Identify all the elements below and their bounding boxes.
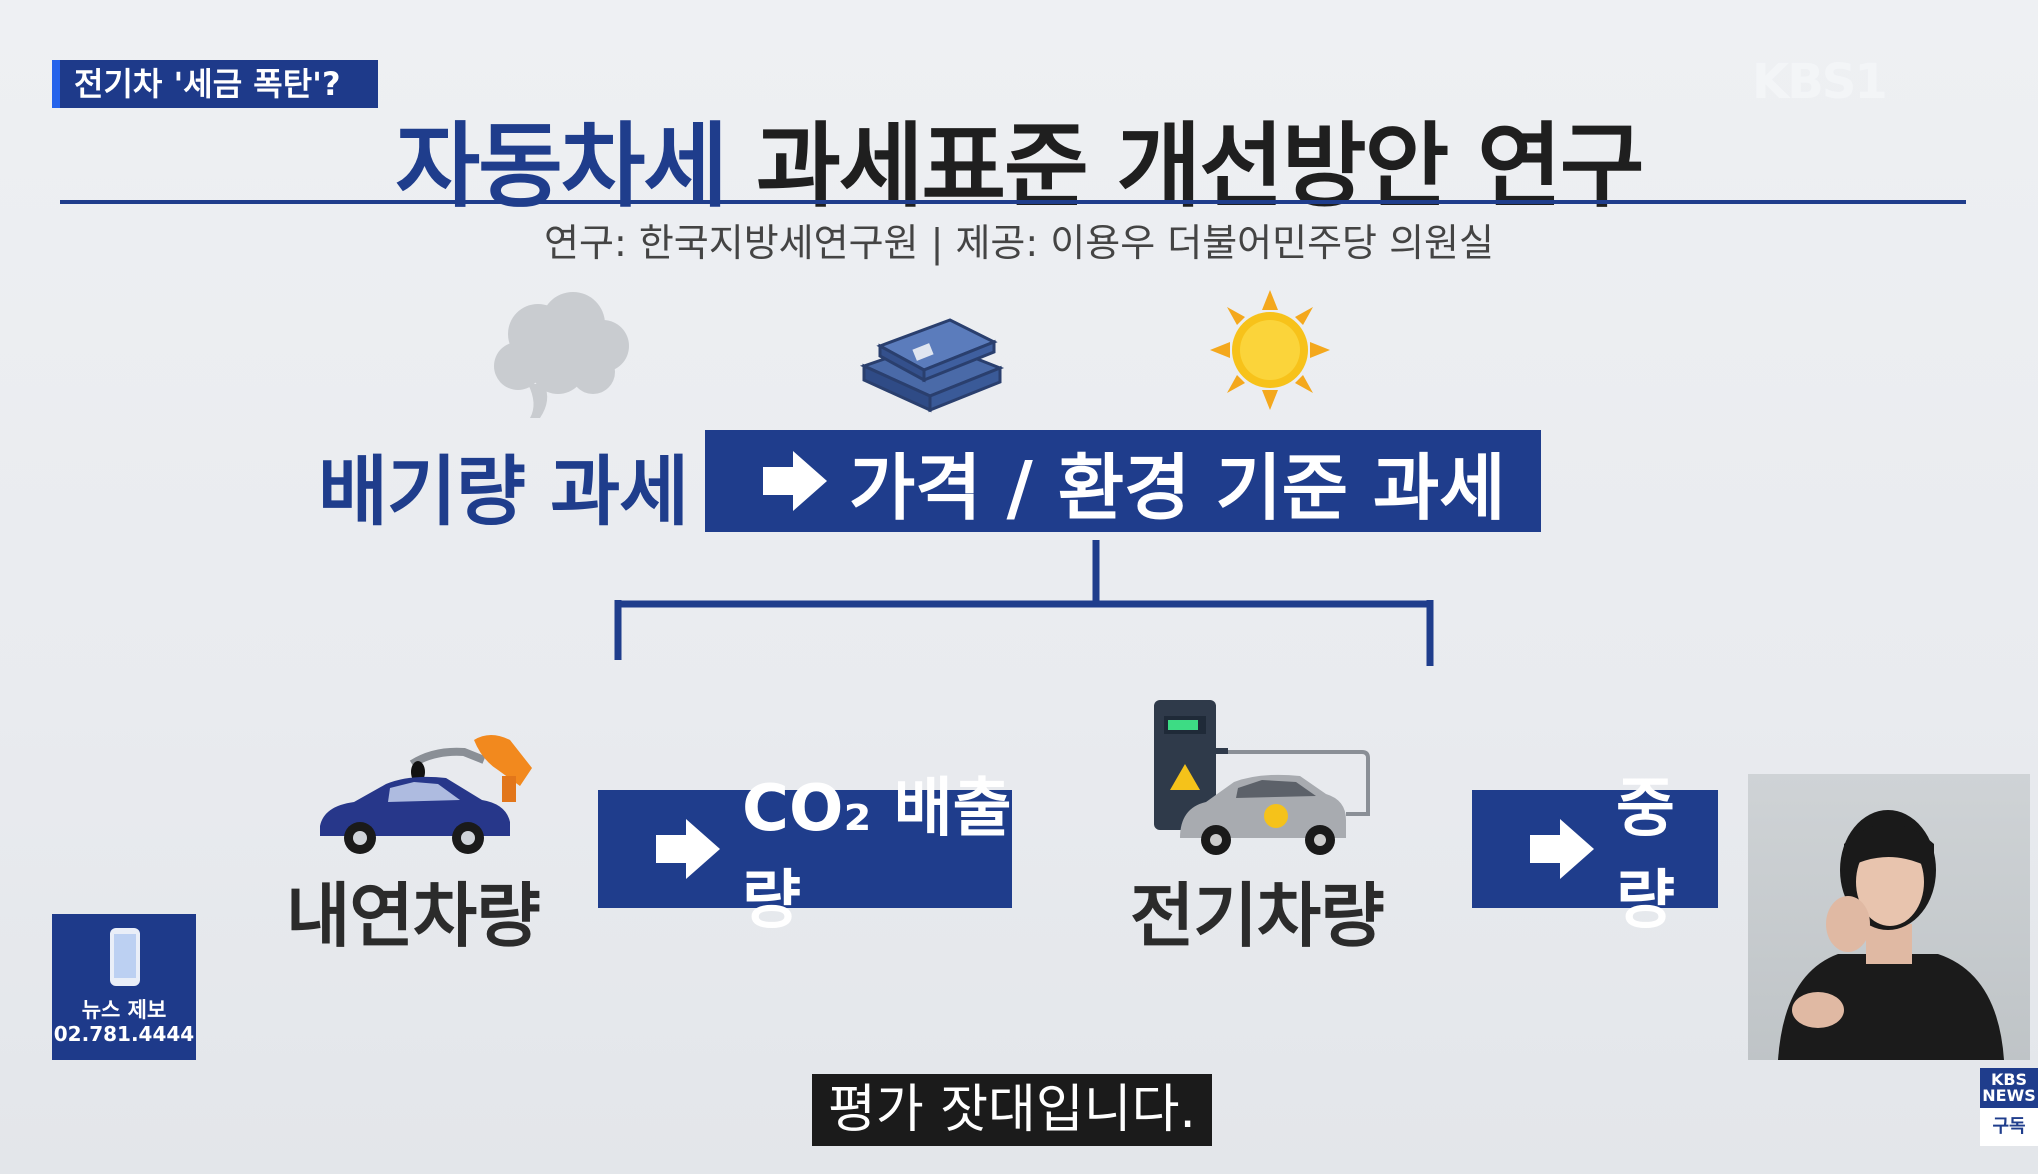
subscribe-brand: KBS NEWS: [1982, 1070, 2036, 1105]
left-vehicle-label: 내연차량: [286, 875, 541, 957]
arrow-icon: [1530, 819, 1594, 879]
weight-basis-label: 중량: [1616, 772, 1675, 938]
interpreter-image: [1778, 810, 2004, 1060]
sign-language-interpreter: [1748, 774, 2030, 1060]
ev-charger-car-icon: [1154, 700, 1370, 855]
fuel-pump-car-icon: [320, 735, 532, 854]
phone-icon: [110, 928, 140, 986]
arrow-icon: [656, 819, 720, 879]
arrow-icon: [763, 451, 827, 511]
subtitle-caption: 평가 잣대입니다.: [812, 1074, 1212, 1146]
source-credit: 연구: 한국지방세연구원 | 제공: 이용우 더불어민주당 의원실: [544, 221, 1494, 265]
from-label: 배기량 과세: [318, 447, 689, 536]
page-title: 자동차세 과세표준 개선방안 연구: [0, 92, 2038, 225]
news-ticker: 전기차 '세금 폭탄'?: [52, 60, 378, 108]
news-tip-label: 뉴스 제보: [81, 998, 167, 1022]
co2-basis-label: CO₂ 배출량: [742, 772, 1012, 938]
smoke-icon: [494, 292, 629, 418]
subscribe-button[interactable]: KBS NEWS 구독: [1980, 1068, 2038, 1146]
weight-basis-box: 중량: [1472, 772, 1718, 938]
subscribe-label: 구독: [1980, 1108, 2038, 1146]
main-basis-label: 가격 / 환경 기준 과세: [849, 445, 1506, 530]
channel-logo: KBS1: [1752, 54, 1888, 110]
news-tip-box: 뉴스 제보 02.781.4444: [52, 914, 196, 1060]
right-vehicle-label: 전기차량: [1130, 875, 1385, 957]
co2-basis-box: CO₂ 배출량: [598, 772, 1012, 938]
sun-icon: [1210, 290, 1330, 410]
main-basis-box: 가격 / 환경 기준 과세: [705, 430, 1541, 532]
money-stack-icon: [859, 318, 1005, 413]
news-tip-phone: 02.781.4444: [53, 1022, 195, 1046]
title-divider: [60, 200, 1966, 204]
